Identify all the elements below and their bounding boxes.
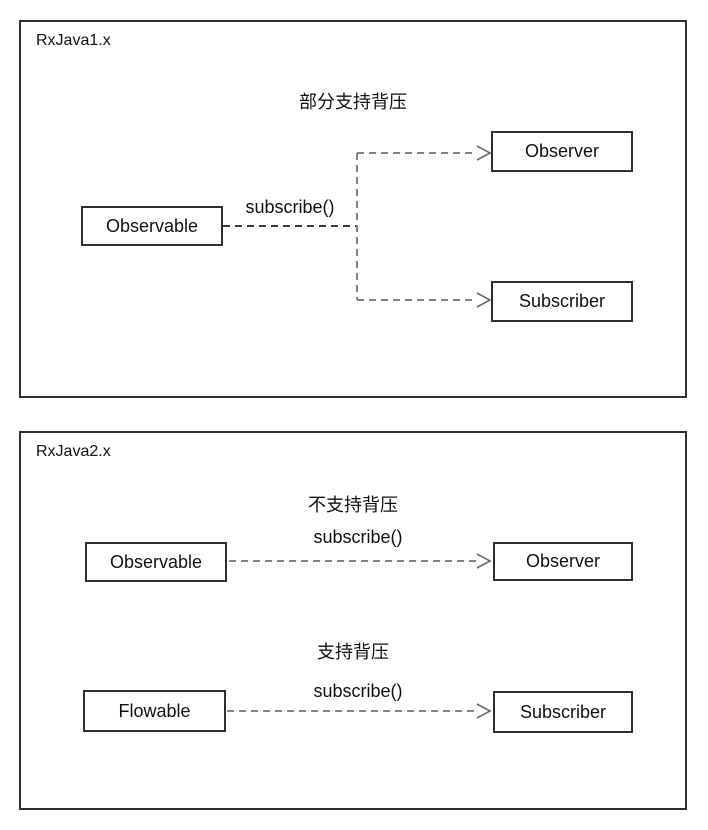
subscribe-label: subscribe() bbox=[245, 197, 335, 217]
panel1-title: RxJava1.x bbox=[36, 32, 111, 49]
arrowhead-icon bbox=[476, 553, 492, 569]
flowable-box-label: Flowable bbox=[118, 700, 191, 721]
observable-box: Observable bbox=[85, 542, 227, 582]
subscribe-label: subscribe() bbox=[313, 527, 403, 547]
observer-box-label: Observer bbox=[524, 141, 600, 161]
arrowhead-icon bbox=[476, 703, 492, 719]
observable-box-label: Observable bbox=[105, 215, 199, 236]
observable-box-label: Observable bbox=[109, 551, 203, 572]
observer-box: Observer bbox=[491, 131, 633, 172]
subscriber-box: Subscriber bbox=[493, 691, 633, 733]
subscriber-box-label: Subscriber bbox=[518, 291, 606, 311]
observer-box-label: Observer bbox=[525, 551, 601, 571]
arrowhead-icon bbox=[476, 292, 492, 308]
panel2-title: RxJava2.x bbox=[36, 443, 111, 460]
observer-box: Observer bbox=[493, 542, 633, 581]
rxjava1-panel: RxJava1.x 部分支持背压 subscribe() Observable … bbox=[19, 20, 687, 398]
flowable-box: Flowable bbox=[83, 690, 226, 732]
row2-caption: 支持背压 bbox=[317, 642, 389, 662]
observable-box: Observable bbox=[81, 206, 223, 246]
arrowhead-icon bbox=[476, 145, 492, 161]
panel1-caption: 部分支持背压 bbox=[299, 92, 407, 112]
subscribe-label: subscribe() bbox=[313, 681, 403, 701]
rxjava2-panel: RxJava2.x 不支持背压 subscribe() Observable O… bbox=[19, 431, 687, 810]
subscriber-box: Subscriber bbox=[491, 281, 633, 322]
row1-caption: 不支持背压 bbox=[308, 495, 398, 515]
subscriber-box-label: Subscriber bbox=[519, 701, 607, 722]
rxjava2-connectors bbox=[227, 553, 492, 719]
